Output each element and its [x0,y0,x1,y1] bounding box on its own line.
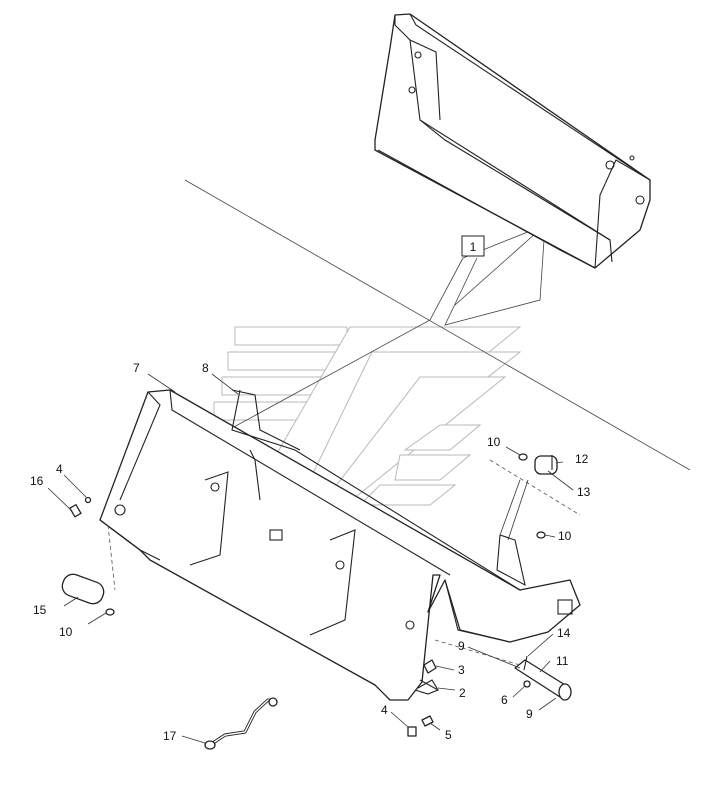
callout-9-bottom: 9 [526,707,533,721]
callout-1: 1 [470,240,477,254]
callout-3: 3 [458,663,465,677]
callout-16: 16 [30,474,44,488]
callout-15: 15 [33,603,47,617]
callout-14: 14 [557,626,571,640]
callout-13: 13 [577,485,591,499]
lower-bucket [99,389,581,701]
reference-line [184,179,691,471]
bolt-16 [69,504,82,518]
detail-leader [209,224,546,441]
washer-10-right [536,531,546,539]
callout-1-box [461,235,485,257]
callout-2: 2 [459,686,466,700]
washer-10-top [518,453,528,461]
callout-4-bottom: 4 [381,703,388,717]
callout-5: 5 [445,728,452,742]
callout-10-top: 10 [487,435,501,449]
callout-4-left: 4 [56,462,63,476]
washer-10-left [105,608,115,616]
bolt-3 [423,659,437,674]
callout-10-right: 10 [558,529,572,543]
callout-12: 12 [575,452,589,466]
watermark-logo [213,326,522,506]
callout-7: 7 [133,361,140,375]
callout-17: 17 [163,729,177,743]
pin-12 [534,455,558,475]
callout-labels: 1 2 3 4 4 5 6 7 8 9 9 10 10 10 11 12 13 … [30,240,591,743]
callout-11: 11 [556,654,569,668]
small-parts [61,453,581,750]
callout-8: 8 [202,361,209,375]
grease-nipple-4 [84,496,92,504]
bolt-5 [421,715,434,727]
upper-bucket [374,13,651,269]
callout-9-top: 9 [458,639,465,653]
leader-lines [47,373,574,744]
hose-17-fitting [204,740,216,750]
callout-10-left: 10 [59,625,73,639]
callout-6: 6 [501,693,508,707]
pin-15 [61,573,105,605]
grease-nipple-4b [407,726,417,737]
